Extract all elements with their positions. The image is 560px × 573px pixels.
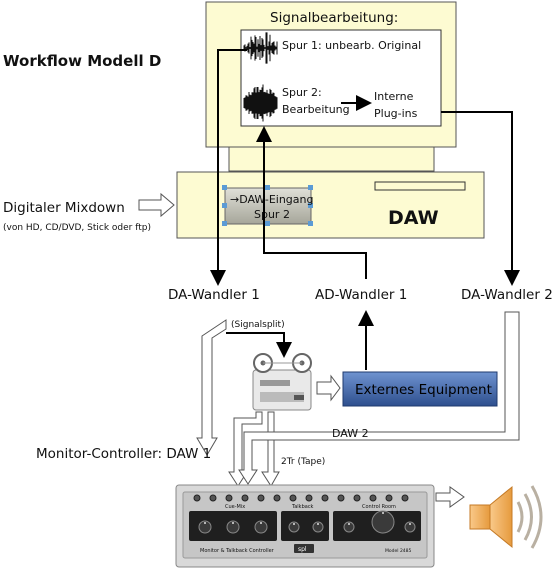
device-bottom-label: Monitor & Talkback Controller — [200, 548, 275, 554]
monitor-controller-label: Monitor-Controller: DAW 1 — [36, 446, 211, 462]
tape-2tr-label: 2Tr (Tape) — [281, 457, 325, 467]
monitor-controller-device: Cue-Mix Talkback Control Room Monitor & … — [175, 484, 435, 568]
track1-label: Spur 1: unbearb. Original — [282, 39, 421, 52]
da-converter-2-label: DA-Wandler 2 — [461, 287, 553, 303]
signal-split-label: (Signalsplit) — [231, 320, 285, 330]
ad1-to-track2-line — [256, 126, 367, 279]
mixdown-sublabel: (von HD, CD/DVD, Stick oder ftp) — [3, 223, 151, 233]
external-equipment-label: Externes Equipment — [355, 382, 492, 398]
control-room-label: Control Room — [362, 504, 396, 510]
daw-input-box[interactable]: →DAW-Eingang Spur 2 — [222, 185, 313, 226]
ad-converter-1-label: AD-Wandler 1 — [315, 287, 407, 303]
daw-label: DAW — [388, 207, 439, 229]
da1-to-monitor-path — [196, 319, 227, 456]
signal-processing-heading: Signalbearbeitung: — [270, 10, 398, 26]
talkback-label: Talkback — [291, 504, 314, 510]
external-equipment-box: Externes Equipment — [342, 371, 498, 407]
track2-label-line2: Bearbeitung — [282, 103, 350, 116]
da2-to-monitor-path — [238, 311, 520, 485]
daw2-label: DAW 2 — [332, 427, 369, 440]
speaker-icon — [469, 485, 543, 549]
controller-to-speaker-arrow — [435, 486, 465, 508]
da-converter-1-label: DA-Wandler 1 — [168, 287, 260, 303]
plugins-to-da2-line — [441, 111, 520, 286]
device-model-label: Model 2485 — [385, 548, 412, 554]
plugins-label-line2: Plug-ins — [374, 107, 418, 120]
tape-to-monitor-path-1 — [228, 411, 263, 487]
diagram-title: Workflow Modell D — [3, 52, 161, 70]
waveform-track2-icon — [243, 84, 278, 122]
tape-to-monitor-path-2 — [261, 411, 280, 487]
mixdown-arrow — [138, 192, 175, 218]
signal-split-line — [226, 332, 292, 358]
cue-mix-label: Cue-Mix — [225, 504, 245, 510]
mixdown-label: Digitaler Mixdown — [3, 200, 125, 216]
track1-to-da1-line — [210, 49, 247, 286]
tape-machine-icon — [252, 353, 312, 411]
daw-input-label-line2: Spur 2 — [254, 208, 290, 221]
tape-to-equipment-arrow — [316, 374, 341, 402]
track2-label-line1: Spur 2: — [282, 86, 322, 99]
computer-monitor: Signalbearbeitung: — [205, 1, 457, 172]
daw-input-label-line1: →DAW-Eingang — [230, 193, 313, 206]
device-brand-logo: spl — [298, 546, 307, 553]
plugins-label-line1: Interne — [374, 90, 414, 103]
